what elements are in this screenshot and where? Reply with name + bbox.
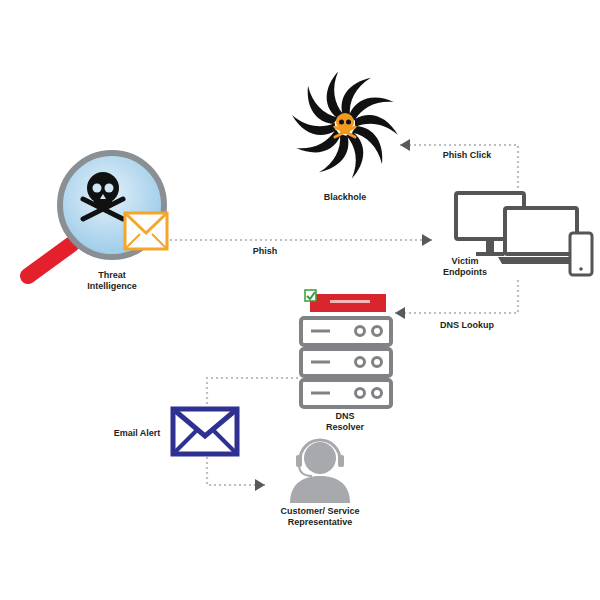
envelope-fold (173, 431, 196, 454)
node-label: DNS Resolver (320, 411, 370, 433)
banner-mark (330, 300, 370, 303)
skull-nose (100, 194, 106, 199)
connector-label: DNS Lookup (438, 320, 496, 330)
skull-jaw (340, 127, 350, 134)
icon-node: Threat Intelligence (55, 150, 170, 294)
icon-node: DNS Resolver (298, 290, 395, 435)
magnifier-handle (28, 244, 72, 276)
magnifier-icon (28, 153, 167, 276)
blackhole-icon (292, 71, 398, 178)
icon-node: Customer/ Service Representative (265, 428, 375, 532)
check-mark (307, 292, 315, 299)
server-icon (301, 290, 391, 407)
envelope-flap (173, 409, 237, 436)
monitor-base (476, 252, 504, 256)
node-label: Victim Endpoints (443, 256, 487, 278)
skull-eye (105, 184, 114, 193)
icon-node: Victim Endpoints (432, 188, 595, 280)
envelope-fold (152, 234, 167, 249)
server-unit (301, 380, 391, 407)
server-slot (311, 361, 330, 364)
dotted-connector (400, 145, 518, 188)
connector-label: Phish Click (441, 150, 494, 160)
server-light (373, 389, 382, 398)
server-light (373, 327, 382, 336)
laptop-screen (505, 208, 577, 254)
monitor-stand (486, 241, 494, 253)
node-label: Blackhole (324, 192, 367, 203)
node-label: Threat Intelligence (83, 270, 141, 292)
envelope-flap (125, 213, 167, 233)
person-icon (290, 440, 350, 503)
server-slot (311, 392, 330, 395)
node-label: Customer/ Service Representative (270, 506, 370, 528)
dotted-connector (170, 239, 432, 241)
headset-ear (296, 455, 302, 467)
server-light (356, 327, 365, 336)
person-head (304, 442, 336, 474)
server-lights (311, 327, 382, 398)
server-slot (311, 330, 330, 333)
skull-eye (346, 120, 351, 125)
bone (335, 127, 355, 137)
swirl-arm (347, 86, 394, 128)
check-box (305, 290, 316, 301)
alert-envelope (173, 409, 237, 454)
bone (335, 127, 355, 137)
icon-node: Blackhole (290, 70, 400, 206)
envelope-fold (214, 431, 237, 454)
server-light (356, 389, 365, 398)
email-icon (173, 409, 237, 454)
phone (570, 233, 592, 275)
skull-eye (339, 120, 344, 125)
server-light (373, 358, 382, 367)
headset-band (300, 440, 340, 460)
person-body (290, 476, 350, 503)
skull-eye (93, 184, 102, 193)
server-unit (301, 318, 391, 345)
phish-envelope (125, 213, 167, 249)
server-unit (301, 349, 391, 376)
phone-button (579, 267, 583, 271)
firewall-banner (310, 294, 386, 312)
headset-mic (299, 466, 312, 476)
envelope-fold (125, 234, 140, 249)
connector-label: Phish (251, 246, 280, 256)
server-light (356, 358, 365, 367)
headset-ear (338, 455, 344, 467)
connector-label: Email Alert (112, 428, 163, 438)
dotted-connector (395, 280, 518, 313)
